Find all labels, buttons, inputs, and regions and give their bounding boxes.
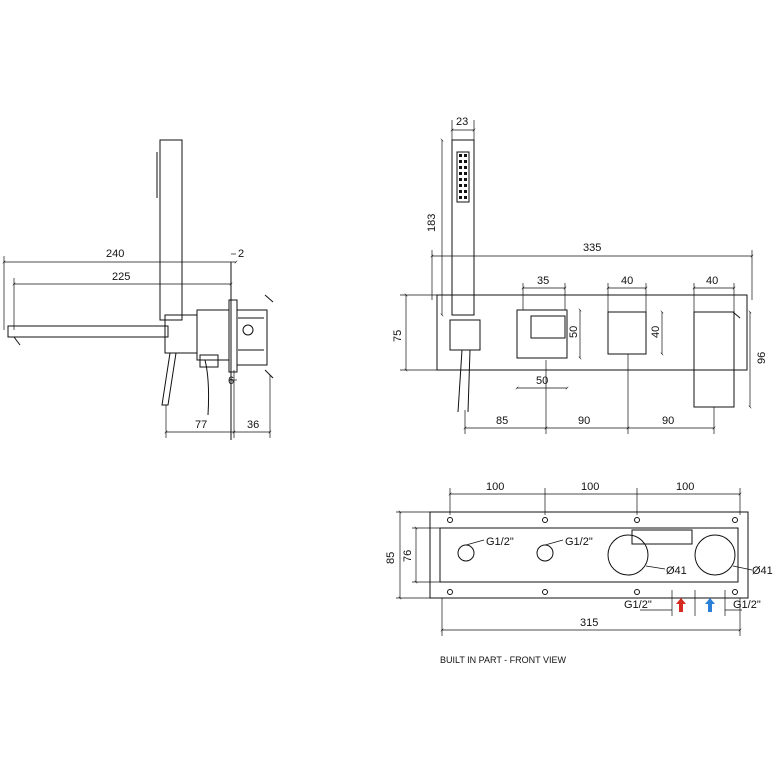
valve-bore-1	[607, 534, 649, 576]
mixer-body	[164, 314, 198, 354]
dim-90-b: 90	[662, 415, 674, 427]
dim-335: 335	[583, 242, 601, 254]
hot-water-arrow-icon	[676, 598, 686, 612]
flow-arrows	[676, 598, 715, 612]
front-view-labels: 23 183 335 75 35 40 40 50 40 96 50 85 90…	[392, 116, 768, 427]
dim-100-b: 100	[581, 481, 599, 493]
hand-shower-front	[451, 139, 475, 316]
dim-100-a: 100	[486, 481, 504, 493]
dia-41-bore1: Ø41	[666, 565, 687, 577]
dim-40-valve: 40	[621, 275, 633, 287]
thread-g12-port1: G1/2"	[486, 536, 514, 548]
port-1	[457, 544, 475, 562]
box-screw	[242, 324, 254, 336]
wall-plate	[228, 299, 238, 373]
dim-96: 96	[756, 352, 768, 364]
dim-50-horizontal: 50	[536, 375, 548, 387]
valve-control	[607, 311, 647, 355]
built-in-labels: 100 100 100 85 76 G1/2" G1/2" Ø41 Ø41 G1…	[385, 481, 773, 665]
shower-holder	[449, 319, 481, 351]
shower-nozzle-grid	[456, 151, 470, 203]
dim-315: 315	[580, 617, 598, 629]
hand-shower-body	[159, 139, 183, 321]
cold-water-arrow-icon	[705, 598, 715, 612]
mixer-lever-front	[693, 311, 735, 408]
built-in-caption: BUILT IN PART - FRONT VIEW	[440, 655, 567, 665]
mounting-holes	[447, 517, 738, 595]
dim-90-a: 90	[578, 415, 590, 427]
spout-tip	[13, 336, 21, 346]
dim-240: 240	[106, 248, 124, 260]
dim-85: 85	[496, 415, 508, 427]
dim-225: 225	[112, 271, 130, 283]
built-in-part	[429, 511, 749, 599]
diverter-knob	[530, 315, 566, 339]
dim-85-height: 85	[385, 552, 397, 564]
dim-50-vertical: 50	[568, 326, 580, 338]
mixer-plate	[196, 309, 230, 361]
hose-connector	[199, 354, 219, 368]
dim-75: 75	[392, 330, 404, 342]
lever	[161, 352, 177, 406]
front-view	[436, 139, 748, 413]
thread-g12-port2: G1/2"	[565, 536, 593, 548]
dim-23: 23	[456, 116, 468, 128]
built-in-plate	[429, 511, 749, 599]
side-view-dimensions	[2, 253, 272, 438]
dim-77: 77	[195, 419, 207, 431]
front-view-dimensions	[400, 120, 754, 434]
thread-g12-cold: G1/2"	[733, 599, 761, 611]
side-view-labels: 240 2 225 6 77 36	[106, 248, 259, 431]
dim-36: 36	[247, 419, 259, 431]
dim-6: 6	[228, 375, 234, 387]
valve-bore-2	[694, 534, 736, 576]
side-view	[7, 139, 274, 440]
thread-g12-hot: G1/2"	[624, 599, 652, 611]
hose	[204, 359, 210, 416]
spout	[7, 325, 169, 338]
built-in-box	[236, 309, 268, 366]
dim-2: 2	[238, 248, 244, 260]
dim-76-height: 76	[402, 550, 414, 562]
dim-40-lever: 40	[706, 275, 718, 287]
front-hose	[457, 349, 471, 413]
nozzle-dots	[459, 154, 467, 199]
diverter-control	[516, 309, 568, 359]
built-in-dimensions	[396, 488, 753, 636]
dim-183: 183	[426, 214, 438, 232]
dim-40-vertical: 40	[650, 326, 662, 338]
built-in-slot	[631, 529, 693, 545]
front-wall-plate	[436, 294, 748, 371]
dia-41-bore2: Ø41	[752, 565, 773, 577]
built-in-inner	[439, 527, 739, 583]
dim-35: 35	[537, 275, 549, 287]
port-2	[536, 544, 554, 562]
dim-100-c: 100	[676, 481, 694, 493]
